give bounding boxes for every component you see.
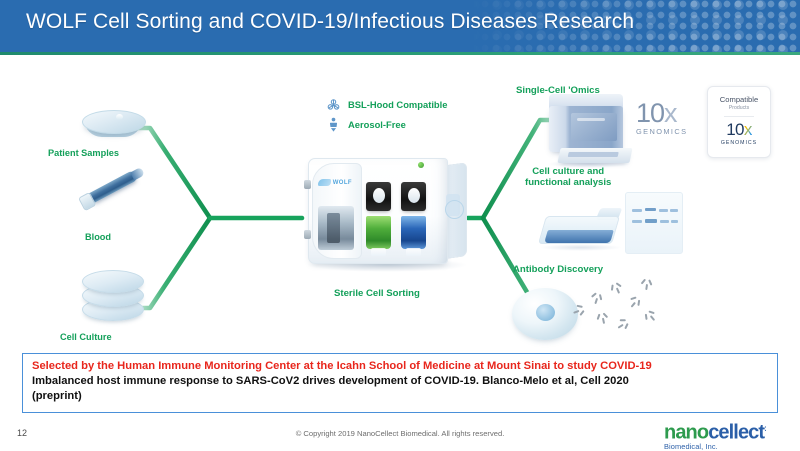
wolf-logo-mark bbox=[318, 179, 331, 186]
blot-band bbox=[670, 209, 678, 212]
blood-vial-tip bbox=[130, 166, 145, 181]
badge-divider bbox=[724, 116, 754, 117]
wolf-logo: WOLF bbox=[318, 176, 352, 189]
aerosol-free-icon bbox=[329, 117, 338, 132]
chromium-instrument-icon bbox=[545, 94, 633, 168]
tenx-number-row: 10x bbox=[636, 98, 687, 128]
feature-label-aerosol-free: Aerosol-Free bbox=[348, 119, 406, 130]
header-dot-pattern bbox=[470, 0, 800, 52]
western-blot-icon bbox=[625, 192, 683, 254]
slide-header: WOLF Cell Sorting and COVID-19/Infectiou… bbox=[0, 0, 800, 52]
blot-band bbox=[671, 220, 678, 223]
badge-tenx-x: x bbox=[743, 120, 752, 139]
page-number: 12 bbox=[17, 428, 28, 438]
instrument-hinge-bottom bbox=[304, 230, 311, 239]
antibody-icon bbox=[608, 280, 625, 297]
culture-flask-icon bbox=[537, 208, 624, 251]
blot-band bbox=[659, 209, 668, 212]
chromium-screen bbox=[571, 113, 617, 141]
output-label-antibody-discovery: Antibody Discovery bbox=[513, 264, 604, 275]
blot-band bbox=[632, 209, 642, 212]
input-label-blood: Blood bbox=[85, 232, 112, 242]
petri-dish-droplet bbox=[116, 114, 123, 120]
compatible-products-badge: Compatible Products 10x GENOMICS bbox=[707, 86, 771, 158]
badge-tenx-number: 10 bbox=[726, 120, 744, 139]
output-label-cell-culture-analysis: Cell culture and functional analysis bbox=[525, 166, 612, 188]
brand-cellect: cellect bbox=[708, 421, 765, 444]
instrument-hinge-top bbox=[304, 180, 311, 189]
collection-port-right bbox=[401, 182, 426, 211]
antibody-icon bbox=[595, 311, 610, 326]
antibody-icon bbox=[588, 290, 604, 306]
brand-wordmark: nanocellectː bbox=[664, 419, 790, 443]
blot-band bbox=[645, 219, 657, 223]
callout-box: Selected by the Human Immune Monitoring … bbox=[22, 353, 778, 413]
brand-nano: nano bbox=[664, 421, 709, 444]
dish-ring-top bbox=[82, 270, 144, 293]
feature-label-bsl-hood: BSL-Hood Compatible bbox=[348, 99, 448, 110]
wolf-logo-text: WOLF bbox=[332, 179, 352, 186]
flask-shadow bbox=[540, 244, 622, 251]
feature-aerosol-free: Aerosol-Free bbox=[325, 116, 406, 133]
input-label-cell-culture: Cell Culture bbox=[60, 332, 112, 342]
tenx-genomics-text: GENOMICS bbox=[636, 127, 688, 136]
blot-band bbox=[660, 220, 669, 223]
antibody-icon bbox=[625, 293, 643, 311]
callout-line-3: (preprint) bbox=[32, 390, 82, 402]
reagent-bottle-green bbox=[366, 216, 391, 256]
badge-line-compatible: Compatible bbox=[719, 95, 759, 104]
antibody-icon bbox=[641, 307, 659, 325]
instrument-side-circle bbox=[445, 200, 464, 219]
header-accent-rule bbox=[0, 52, 800, 55]
output-label-single-cell-omics: Single-Cell 'Omics bbox=[516, 85, 600, 96]
antibody-icon bbox=[639, 277, 654, 292]
cell-nucleus bbox=[536, 304, 555, 321]
flask-liquid bbox=[544, 230, 614, 243]
nanocellect-logo: nanocellectː Biomedical, Inc. bbox=[664, 419, 790, 451]
instrument-viewing-window bbox=[318, 206, 354, 250]
stacked-petri-dishes-icon bbox=[82, 268, 144, 321]
diagram-canvas: Patient Samples Blood Cell Culture bbox=[0, 56, 800, 350]
badge-line-products: Products bbox=[728, 105, 750, 111]
tenx-genomics-wordmark: 10x GENOMICS bbox=[636, 98, 688, 137]
blot-band bbox=[645, 208, 656, 211]
petri-dish-lid bbox=[82, 110, 146, 134]
antibody-cell-icon bbox=[508, 284, 588, 346]
tenx-number: 10 bbox=[636, 98, 665, 128]
badge-tenx-wordmark: GENOMICS bbox=[720, 140, 758, 146]
feature-bsl-hood: BSL-Hood Compatible bbox=[325, 96, 447, 113]
badge-tenx-logo: 10x bbox=[726, 120, 752, 139]
instrument-caption: Sterile Cell Sorting bbox=[334, 288, 420, 299]
header-dot-pattern-secondary bbox=[470, 0, 800, 52]
brand-subtitle: Biomedical, Inc. bbox=[664, 441, 718, 451]
collection-port-right-well bbox=[408, 188, 420, 203]
callout-line-1: Selected by the Human Immune Monitoring … bbox=[32, 360, 652, 372]
instrument-status-led bbox=[418, 162, 424, 168]
chromium-shadow bbox=[547, 160, 631, 168]
copyright-notice: © Copyright 2019 NanoCellect Biomedical.… bbox=[295, 429, 505, 438]
antibody-icon bbox=[614, 316, 632, 334]
wolf-instrument-image: WOLF bbox=[300, 154, 472, 272]
callout-line-2: Imbalanced host immune response to SARS-… bbox=[32, 375, 629, 387]
brand-trademark: ː bbox=[764, 424, 767, 433]
blot-band bbox=[632, 220, 642, 223]
chromium-tray bbox=[557, 148, 633, 163]
reagent-bottle-blue bbox=[401, 216, 426, 256]
input-label-patient-samples: Patient Samples bbox=[48, 148, 119, 158]
collection-port-left bbox=[366, 182, 391, 211]
page-title: WOLF Cell Sorting and COVID-19/Infectiou… bbox=[26, 10, 635, 33]
instrument-internal-module bbox=[327, 213, 340, 243]
tenx-x: x bbox=[664, 98, 677, 128]
biohazard-icon bbox=[327, 99, 340, 110]
collection-port-left-well bbox=[373, 188, 385, 203]
